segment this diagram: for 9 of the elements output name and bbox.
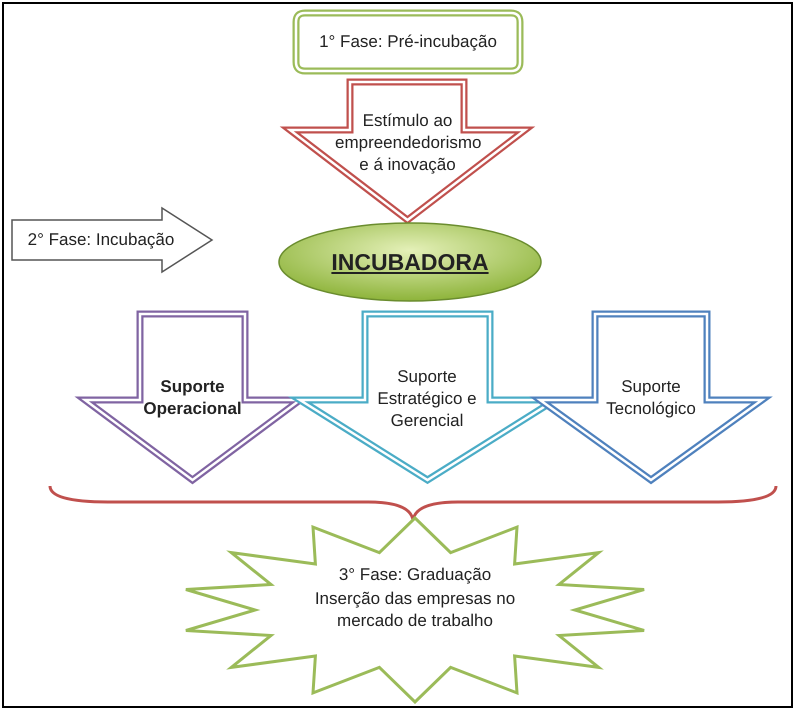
shape-label: Suporte Tecnológico — [605, 376, 697, 420]
shape-label: Estímulo ao empreendedorismo e á inovação — [335, 110, 480, 176]
shape-label: 3° Fase: Graduação — [338, 564, 492, 586]
shape-label: Suporte Estratégico e Gerencial — [376, 366, 478, 432]
shape-label: 1° Fase: Pré-incubação — [318, 31, 498, 53]
shape-label: 2° Fase: Incubação — [26, 229, 176, 251]
shape-description: Inserção das empresas no mercado de trabalho — [314, 588, 516, 632]
shape-label: Suporte Operacional — [142, 376, 243, 420]
center-title: INCUBADORA — [330, 251, 490, 273]
